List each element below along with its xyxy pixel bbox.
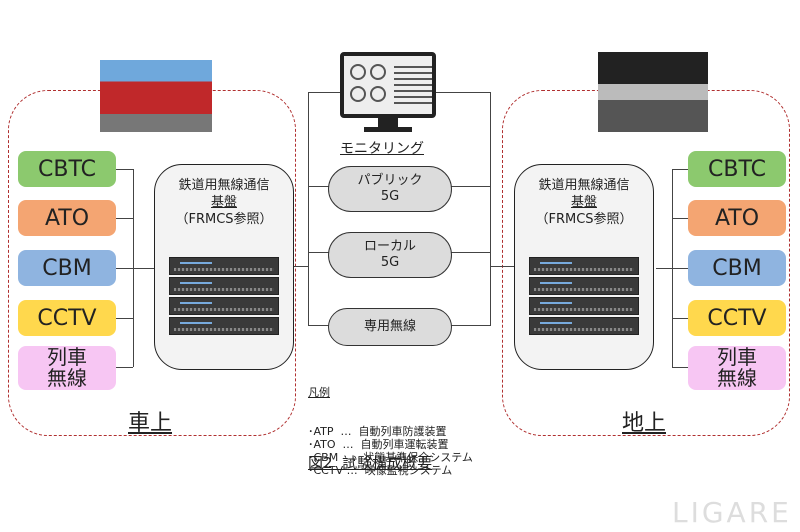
radio-platform-onboard: 鉄道用無線通信基盤（FRMCS参照） xyxy=(154,164,294,370)
legend: 凡例 ･ATP … 自動列車防護装置･ATO … 自動列車運転装置･CBM … … xyxy=(308,386,473,477)
figure-caption: 図2 試験構成概要 xyxy=(308,454,433,472)
server-rack-icon xyxy=(169,257,279,335)
onboard-label: 車上 xyxy=(128,411,173,436)
cloud-private-radio: 専用無線 xyxy=(328,308,452,346)
system-train-radio: 列車無線 xyxy=(688,346,786,390)
system-cbm: CBM xyxy=(18,250,116,286)
monitor-icon xyxy=(340,52,436,118)
system-cctv: CCTV xyxy=(18,300,116,336)
ground-label: 地上 xyxy=(622,411,667,436)
system-cctv: CCTV xyxy=(688,300,786,336)
system-cbtc: CBTC xyxy=(688,151,786,187)
radio-platform-ground: 鉄道用無線通信基盤（FRMCS参照） xyxy=(514,164,654,370)
system-cbtc: CBTC xyxy=(18,151,116,187)
monitoring-label: モニタリング xyxy=(340,141,424,157)
control-room-photo xyxy=(598,52,708,132)
system-ato: ATO xyxy=(18,200,116,236)
train-photo xyxy=(100,60,212,132)
system-ato: ATO xyxy=(688,200,786,236)
server-rack-icon xyxy=(529,257,639,335)
system-cbm: CBM xyxy=(688,250,786,286)
watermark: LIGARE xyxy=(672,496,792,529)
system-train-radio: 列車無線 xyxy=(18,346,116,390)
